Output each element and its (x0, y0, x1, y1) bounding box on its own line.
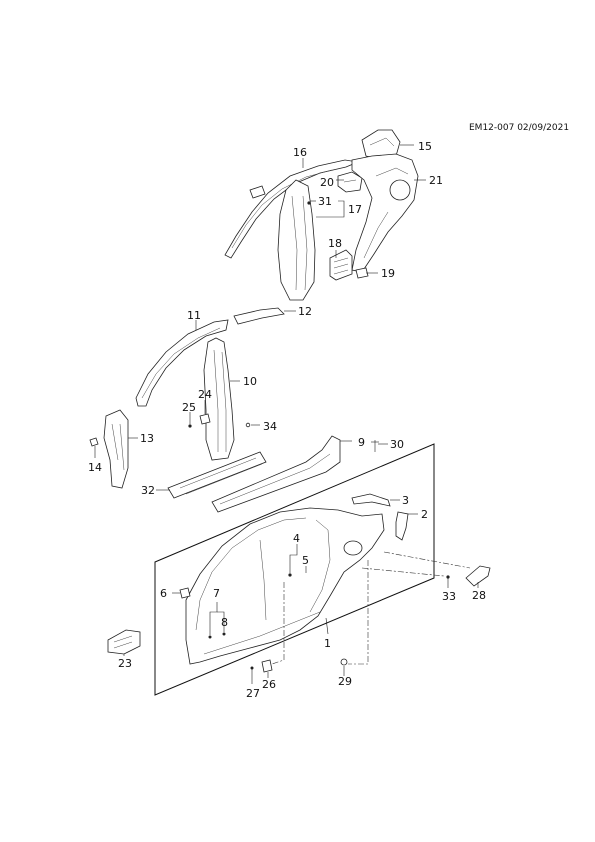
callout-6: 6 (160, 587, 167, 600)
alignment-line-bolt-33 (361, 567, 445, 577)
callout-13: 13 (140, 432, 154, 445)
callout-23: 23 (118, 657, 132, 670)
alignment-line-fuel-door (383, 551, 471, 569)
callout-10: 10 (243, 375, 257, 388)
callout-4: 4 (293, 532, 300, 545)
part-20-bracket (337, 171, 363, 193)
callout-18: 18 (328, 237, 342, 250)
part-24-fastener (199, 413, 211, 425)
part-26-bracket (261, 659, 273, 673)
assembly-frame (154, 443, 435, 696)
leader-lines (94, 144, 479, 678)
part-10-b-pillar-reinforcement (203, 337, 235, 461)
callout-34: 34 (263, 420, 277, 433)
callout-28: 28 (472, 589, 486, 602)
part-17-b-pillar-upper (277, 179, 316, 301)
part-19-clip (355, 267, 369, 279)
callout-20: 20 (320, 176, 334, 189)
part-23-bracket (107, 629, 141, 655)
part-34-bolt (245, 422, 251, 428)
callout-5: 5 (302, 554, 309, 567)
part-27-bolt (250, 666, 254, 684)
part-2-bracket (395, 511, 409, 541)
callout-2: 2 (421, 508, 428, 521)
callout-32: 32 (141, 484, 155, 497)
part-12-roof-rail-rear (233, 307, 285, 325)
part-8-fasteners (208, 632, 226, 639)
part-33-bolt (446, 575, 450, 579)
callout-29: 29 (338, 675, 352, 688)
callout-19: 19 (381, 267, 395, 280)
part-9-rocker-reinforcement (211, 435, 341, 513)
callout-27: 27 (246, 687, 260, 700)
callout-11: 11 (187, 309, 201, 322)
callout-30: 30 (390, 438, 404, 451)
part-1-body-side-outer (185, 507, 385, 665)
callout-9: 9 (358, 436, 365, 449)
part-29-grommet (340, 658, 348, 666)
part-18-panel (329, 249, 353, 281)
part-28-fuel-door (465, 565, 491, 587)
diagram-ref-code: EM12-007 02/09/2021 (469, 123, 569, 133)
part-32-rocker-inner (167, 451, 267, 499)
callout-16: 16 (293, 146, 307, 159)
part-6-clip (179, 587, 191, 599)
alignment-line-grommet (348, 560, 369, 665)
callout-33: 33 (442, 590, 456, 603)
part-30-bolt (371, 440, 379, 452)
callout-3: 3 (402, 494, 409, 507)
callout-14: 14 (88, 461, 102, 474)
callout-12: 12 (298, 305, 312, 318)
callout-26: 26 (262, 678, 276, 691)
alignment-line-bracket-26 (271, 582, 285, 665)
callout-8: 8 (221, 616, 228, 629)
part-13-hinge-reinforcement (103, 409, 129, 489)
callout-7: 7 (213, 587, 220, 600)
part-21-quarter-inner (351, 153, 419, 273)
callout-15: 15 (418, 140, 432, 153)
callout-24: 24 (198, 388, 212, 401)
callout-21: 21 (429, 174, 443, 187)
callout-1: 1 (324, 637, 331, 650)
part-11-a-pillar-inner (135, 319, 229, 407)
part-14-clip (89, 437, 99, 447)
callout-31: 31 (318, 195, 332, 208)
part-5-bolt (288, 573, 292, 577)
part-25-bolt (188, 424, 192, 428)
callout-17: 17 (348, 203, 362, 216)
callout-25: 25 (182, 401, 196, 414)
part-3-strip (351, 493, 391, 507)
